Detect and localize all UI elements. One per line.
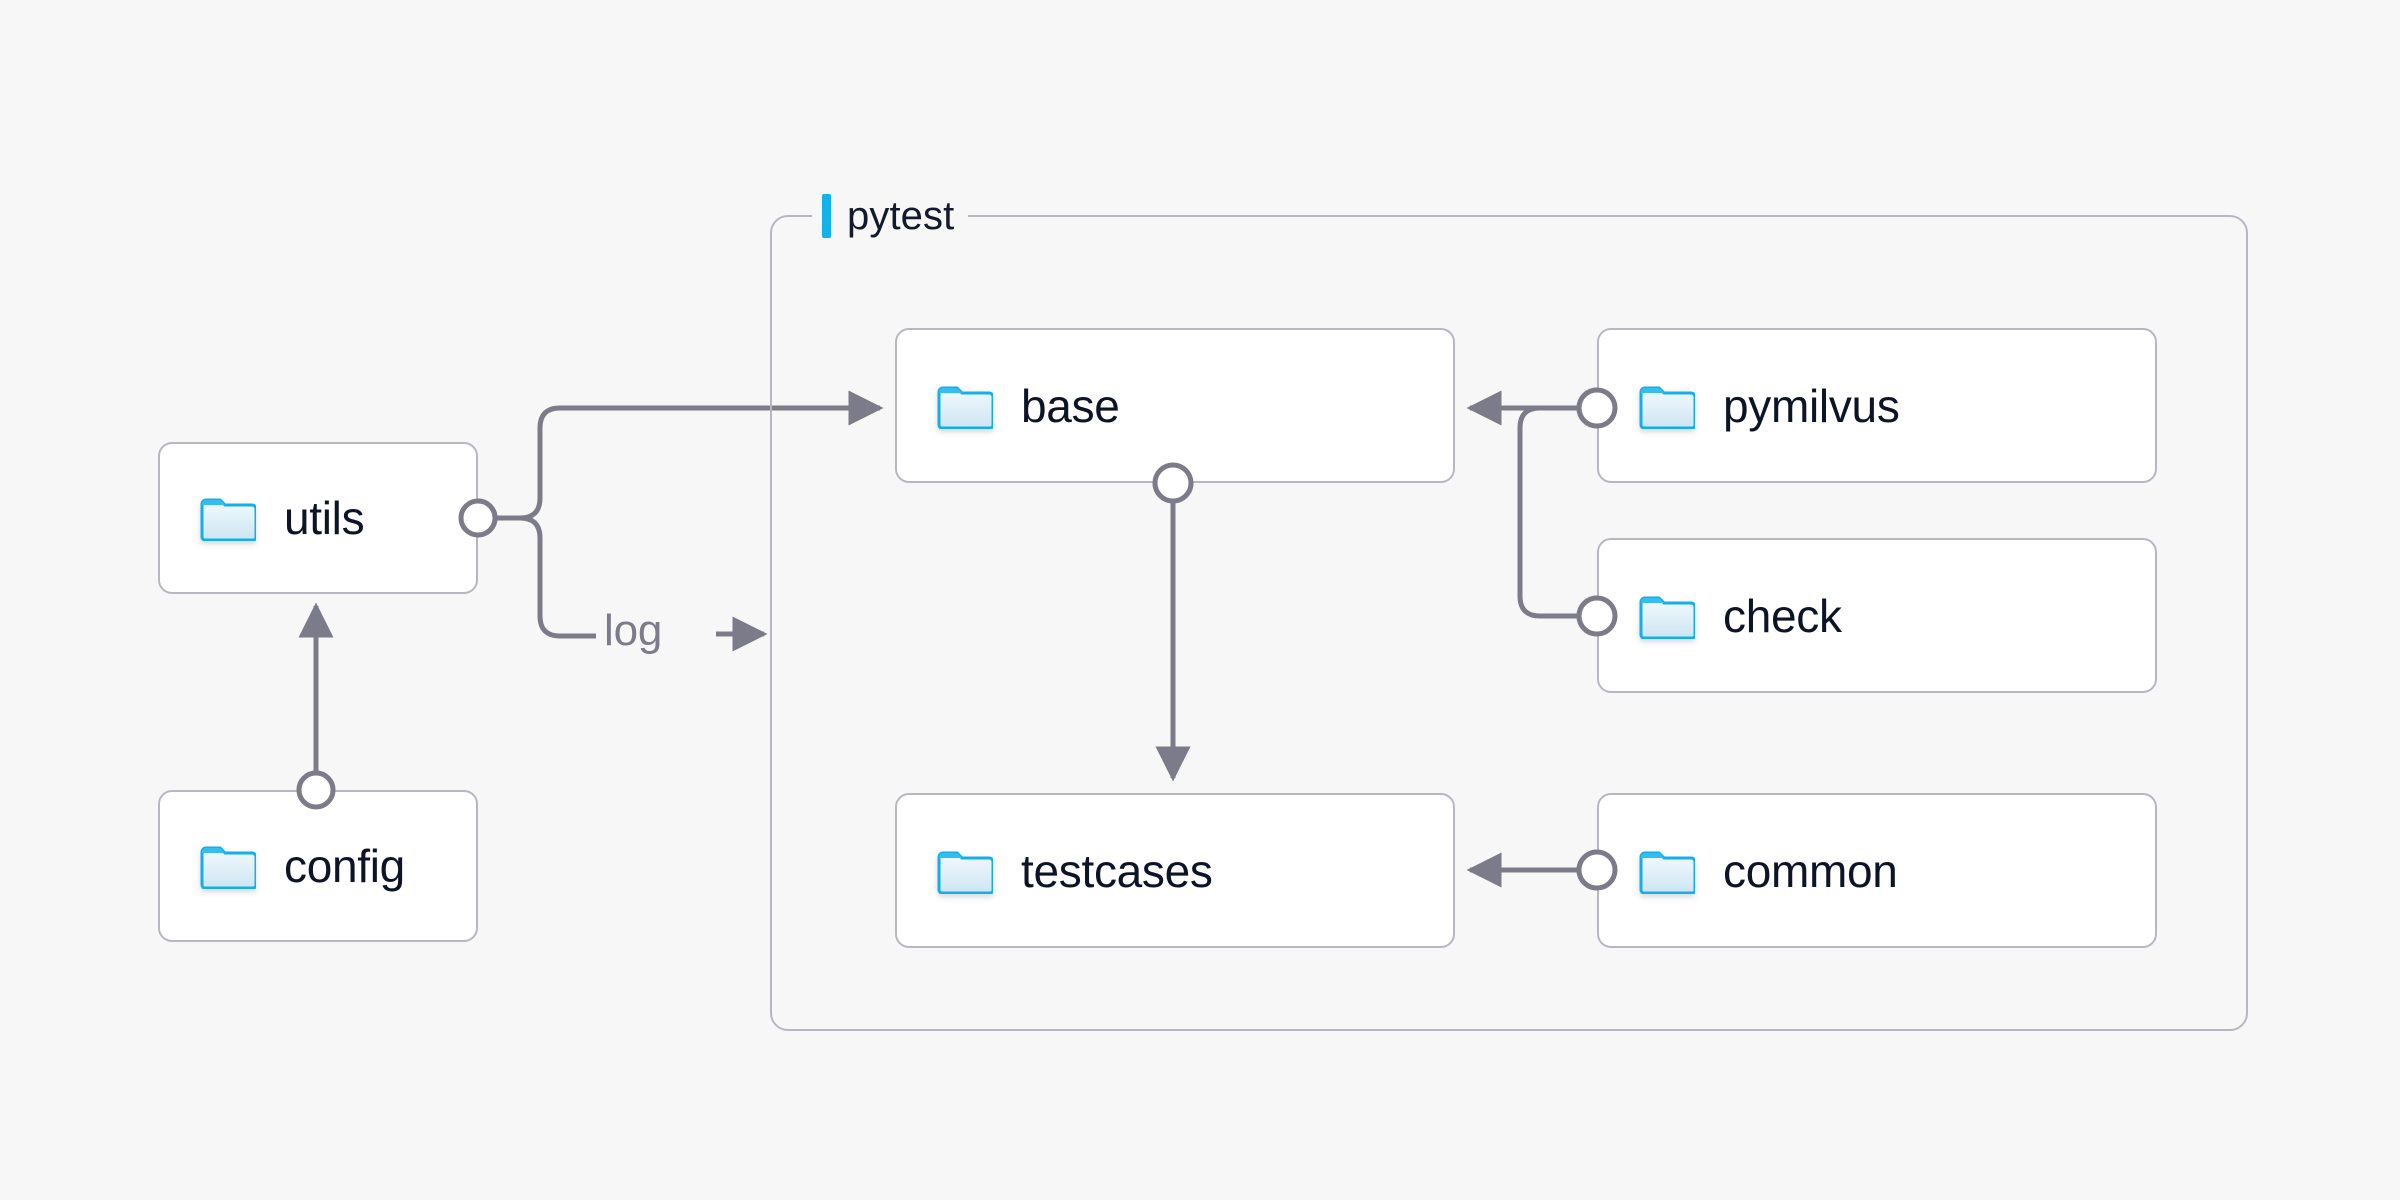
group-pytest[interactable] (770, 215, 2248, 1031)
node-check-label: check (1723, 589, 1842, 642)
folder-icon (1639, 848, 1695, 894)
group-pytest-label: pytest (812, 193, 969, 239)
edge-label-log: log (604, 606, 663, 655)
folder-icon (937, 383, 993, 429)
group-pytest-title: pytest (847, 194, 955, 238)
node-utils-label: utils (284, 492, 365, 544)
folder-icon (1639, 593, 1695, 639)
folder-icon (1639, 383, 1695, 429)
node-base[interactable]: base (895, 328, 1455, 483)
node-utils[interactable]: utils (158, 442, 478, 594)
node-testcases-label: testcases (1021, 844, 1213, 897)
node-pymilvus[interactable]: pymilvus (1597, 328, 2157, 483)
node-config-label: config (284, 840, 405, 892)
node-testcases[interactable]: testcases (895, 793, 1455, 948)
node-common-label: common (1723, 844, 1898, 897)
node-base-label: base (1021, 379, 1120, 432)
node-pymilvus-label: pymilvus (1723, 379, 1900, 432)
folder-icon (200, 495, 256, 541)
node-common[interactable]: common (1597, 793, 2157, 948)
node-check[interactable]: check (1597, 538, 2157, 693)
group-accent-bar (822, 194, 831, 238)
folder-icon (200, 843, 256, 889)
node-config[interactable]: config (158, 790, 478, 942)
folder-icon (937, 848, 993, 894)
edge-utils-log (519, 515, 596, 639)
